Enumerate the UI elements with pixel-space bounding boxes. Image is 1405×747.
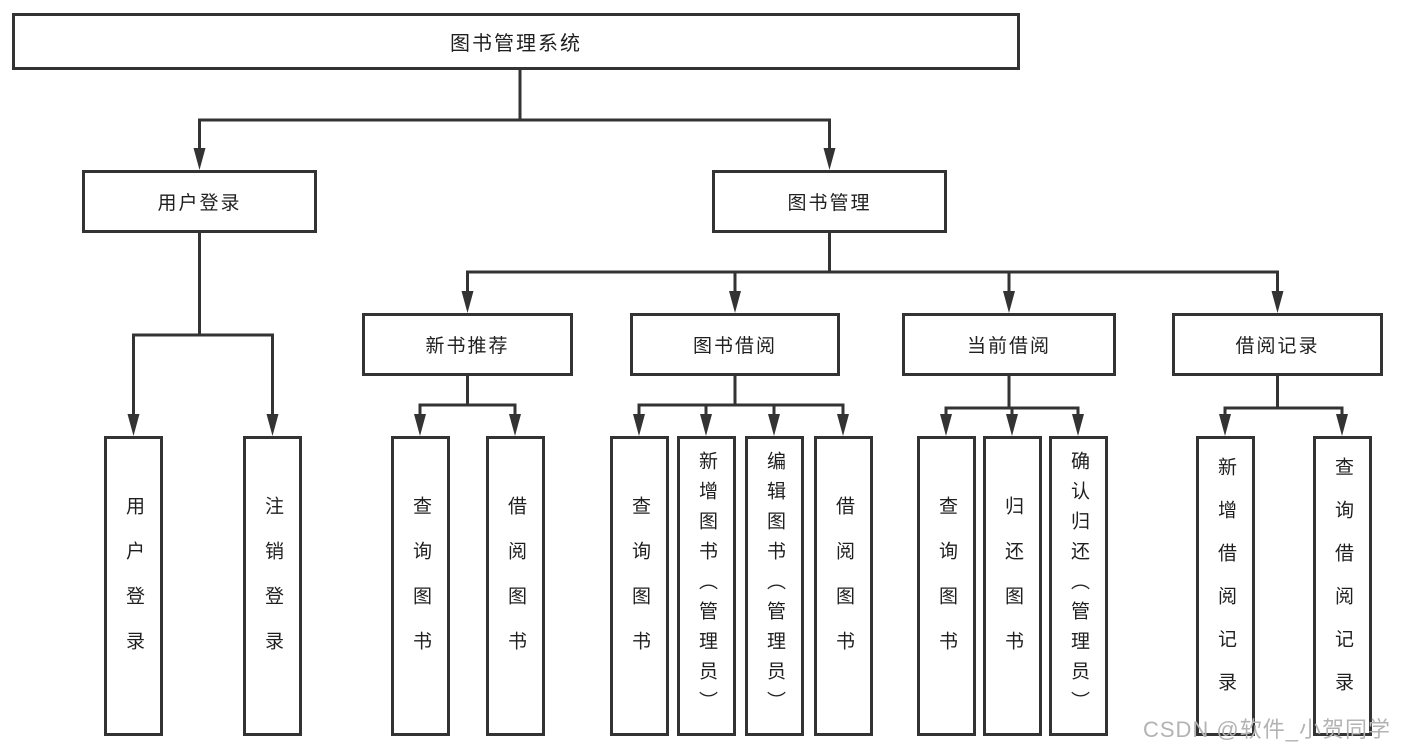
leaf-label: 查询图书 [629, 496, 650, 676]
connector-new-book [414, 376, 521, 436]
connector-user-login [127, 233, 279, 436]
leaf-label: 新增借阅记录 [1215, 457, 1236, 715]
leaf-label: 借阅图书 [505, 496, 526, 676]
arrowhead-icon [940, 414, 952, 436]
node-book-borrow: 图书借阅 [630, 313, 840, 376]
leaf-label: 注销登录 [262, 496, 283, 676]
leaf-label: 确认归还（管理员） [1068, 451, 1089, 721]
arrowhead-icon [414, 414, 426, 436]
node-root: 图书管理系统 [12, 13, 1020, 70]
leaf-user-login: 用户登录 [104, 436, 163, 736]
leaf-query-books-recommend: 查询图书 [391, 436, 450, 736]
leaf-borrow-books-recommend: 借阅图书 [486, 436, 545, 736]
connector-current-borrow [940, 376, 1084, 436]
connector-book-borrow [633, 376, 849, 436]
node-label: 图书管理 [787, 193, 872, 214]
leaf-query-books-current: 查询图书 [917, 436, 976, 736]
leaf-label: 新增图书（管理员） [696, 451, 717, 721]
connector-root [193, 70, 836, 170]
arrowhead-icon [837, 414, 849, 436]
arrowhead-icon [729, 291, 741, 313]
arrowhead-icon [127, 414, 140, 436]
leaf-label: 查询图书 [410, 496, 431, 676]
leaf-confirm-return-admin: 确认归还（管理员） [1049, 436, 1108, 736]
node-root-label: 图书管理系统 [450, 33, 582, 55]
leaf-add-books-admin: 新增图书（管理员） [677, 436, 736, 736]
node-user-login: 用户登录 [82, 170, 317, 233]
leaf-label: 借阅图书 [833, 496, 854, 676]
node-current-borrow: 当前借阅 [902, 313, 1116, 376]
arrowhead-icon [266, 414, 279, 436]
connector-book-management [461, 233, 1284, 313]
arrowhead-icon [633, 414, 645, 436]
leaf-add-borrow-record: 新增借阅记录 [1196, 436, 1255, 736]
arrowhead-icon [1271, 291, 1284, 313]
arrowhead-icon [509, 414, 521, 436]
node-label: 图书借阅 [692, 336, 777, 357]
leaf-label: 编辑图书（管理员） [764, 451, 785, 721]
arrowhead-icon [823, 148, 836, 170]
leaf-label: 用户登录 [123, 496, 144, 676]
leaf-query-borrow-record: 查询借阅记录 [1313, 436, 1372, 736]
csdn-watermark: CSDN @软件_小贺同学 [1142, 717, 1391, 742]
leaf-return-books: 归还图书 [983, 436, 1042, 736]
node-label: 新书推荐 [425, 336, 510, 357]
arrowhead-icon [1006, 414, 1018, 436]
leaf-query-books-borrow: 查询图书 [610, 436, 669, 736]
arrowhead-icon [461, 291, 474, 313]
leaf-edit-books-admin: 编辑图书（管理员） [745, 436, 804, 736]
leaf-label: 查询图书 [936, 496, 957, 676]
connector-borrow-records [1219, 376, 1348, 436]
arrowhead-icon [1072, 414, 1084, 436]
node-book-management: 图书管理 [712, 170, 947, 233]
node-label: 当前借阅 [966, 336, 1051, 357]
arrowhead-icon [768, 414, 780, 436]
leaf-label: 归还图书 [1002, 496, 1023, 676]
leaf-logout: 注销登录 [243, 436, 302, 736]
arrowhead-icon [1336, 414, 1348, 436]
leaf-label: 查询借阅记录 [1332, 457, 1353, 715]
node-new-book-recommend: 新书推荐 [362, 313, 573, 376]
arrowhead-icon [700, 414, 712, 436]
arrowhead-icon [1219, 414, 1231, 436]
node-label: 借阅记录 [1235, 336, 1320, 357]
arrowhead-icon [1003, 291, 1015, 313]
node-label: 用户登录 [157, 193, 242, 214]
leaf-borrow-books: 借阅图书 [814, 436, 873, 736]
node-borrow-records: 借阅记录 [1172, 313, 1383, 376]
arrowhead-icon [193, 148, 206, 170]
